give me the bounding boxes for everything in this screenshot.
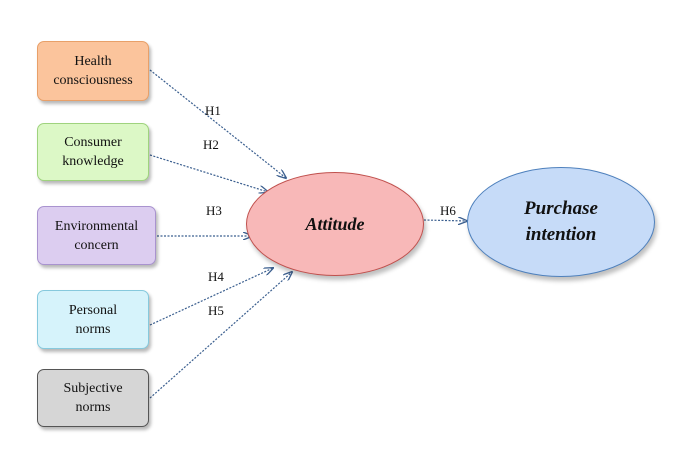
personal-norms-label: Personal norms	[68, 302, 118, 337]
hypothesis-label-h2: H2	[203, 137, 219, 152]
hypothesis-label-h6: H6	[440, 203, 456, 218]
hypothesis-label-h3: H3	[206, 203, 222, 218]
health-consciousness-label: Health consciousness	[53, 54, 133, 88]
arrow-h1	[149, 69, 286, 178]
health-consciousness-box: Health consciousness	[37, 41, 149, 101]
environmental-concern-box: Environmental concern	[37, 206, 156, 265]
environmental-concern-label: Environmental concern	[54, 218, 139, 253]
attitude-label: Attitude	[305, 213, 365, 234]
arrow-h2	[149, 154, 268, 192]
purchase-intention-label: Purchase intention	[524, 198, 598, 245]
purchase-intention-ellipse: Purchase intention	[467, 167, 655, 277]
consumer-knowledge-box: Consumer knowledge	[37, 123, 149, 181]
hypothesis-label-h5: H5	[208, 303, 224, 318]
arrow-h4	[149, 268, 273, 326]
personal-norms-box: Personal norms	[37, 290, 149, 349]
arrow-h6	[423, 220, 467, 221]
hypothesis-label-h4: H4	[208, 269, 224, 284]
arrow-h5	[149, 272, 292, 399]
attitude-ellipse: Attitude	[246, 172, 424, 276]
subjective-norms-label: Subjective norms	[63, 381, 123, 415]
consumer-knowledge-label: Consumer knowledge	[62, 135, 124, 169]
subjective-norms-box: Subjective norms	[37, 369, 149, 427]
hypothesis-label-h1: H1	[205, 103, 221, 118]
